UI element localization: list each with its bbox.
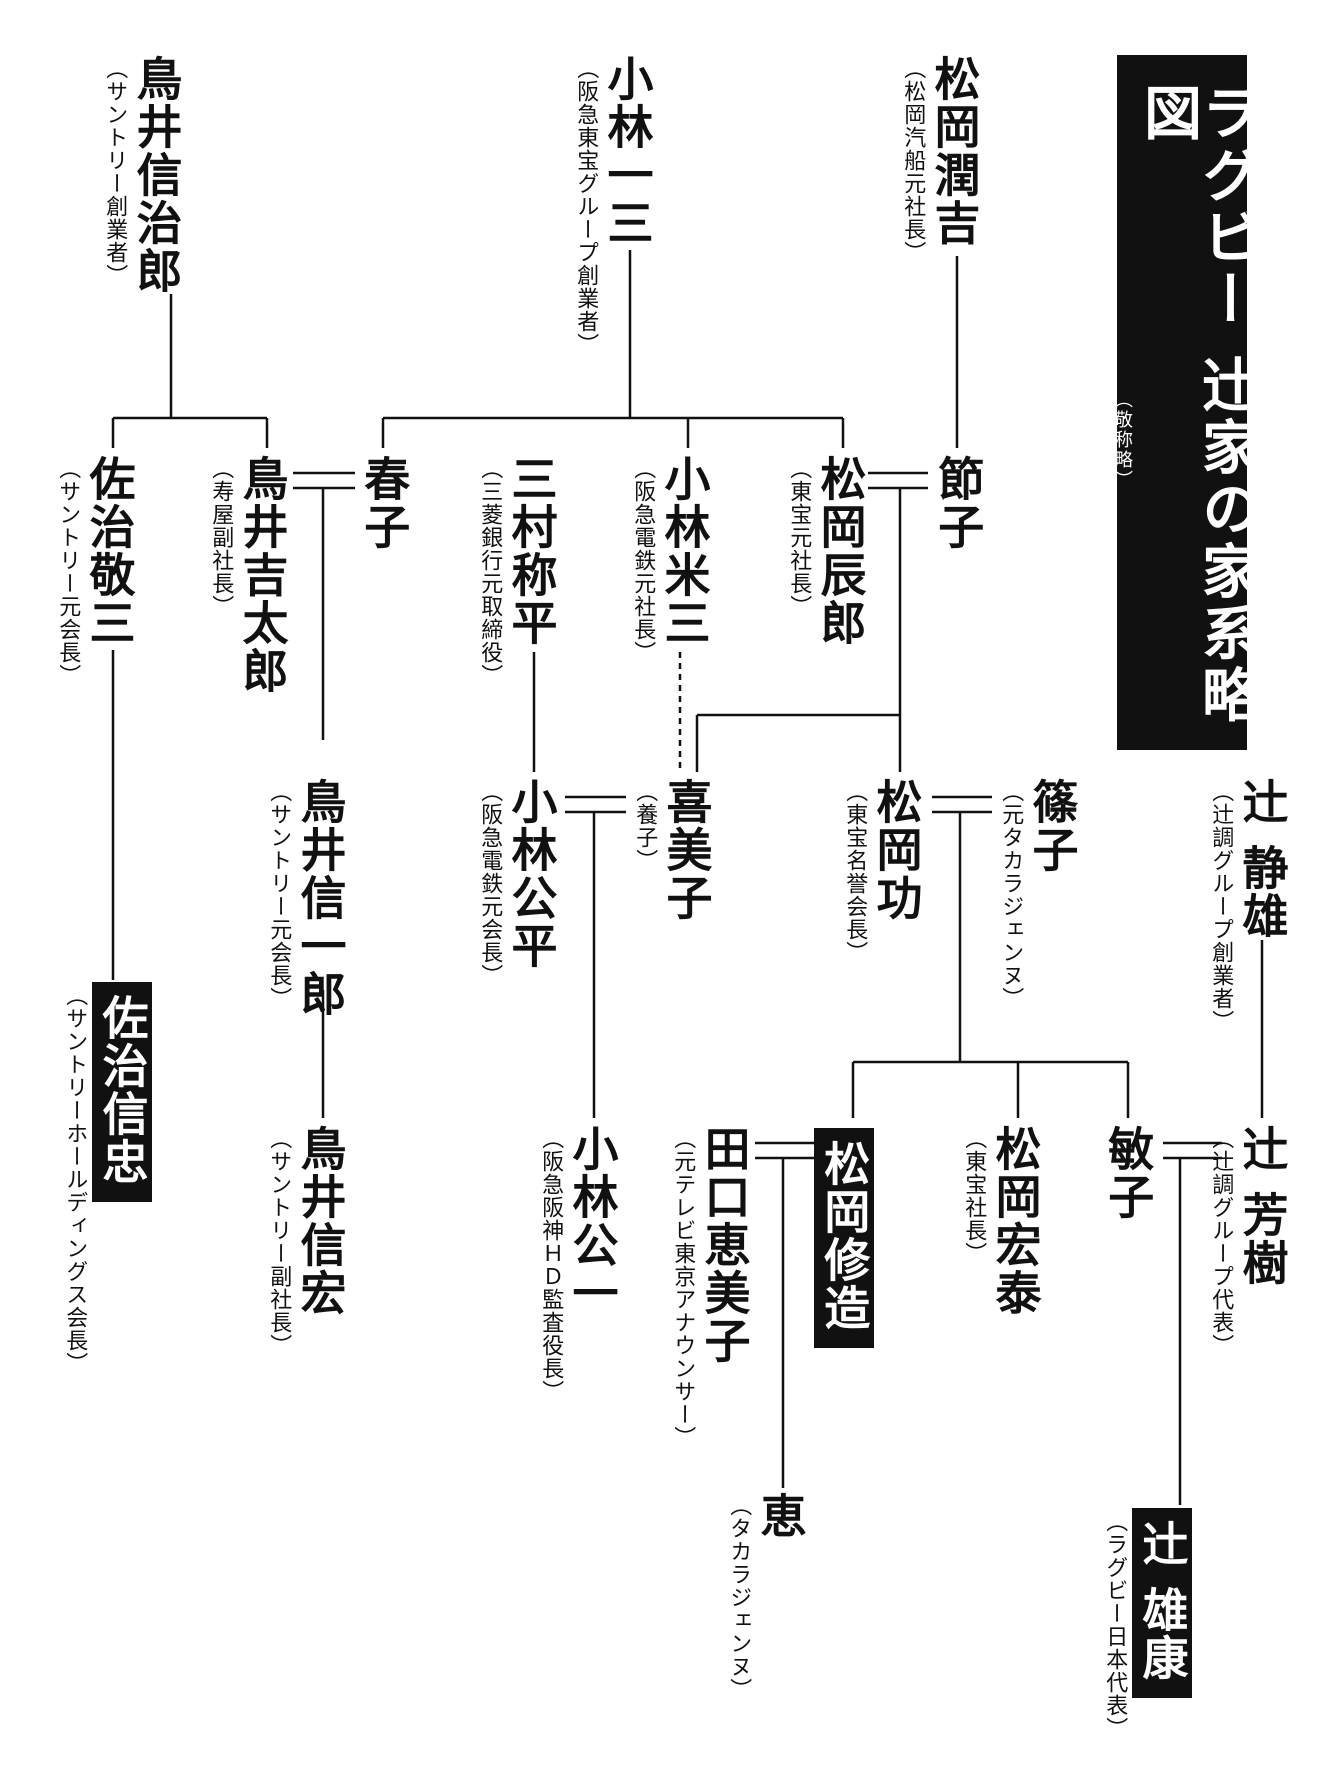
person-torii-shinichiro: 鳥井信一郎 （サントリー元会長） (266, 778, 348, 1018)
person-name: 松岡辰郎 (813, 455, 868, 647)
person-toshiko: 敏子 (1101, 1125, 1156, 1221)
person-name: 松岡潤吉 (927, 55, 982, 247)
person-matsuoka-shuzo: 松岡修造 (814, 1128, 875, 1348)
person-kobayashi-kohei: 小林公平 （阪急電鉄元会長） (477, 778, 559, 987)
person-yoshimiko: 喜美子 （養子） (632, 778, 714, 922)
person-role: （松岡汽船元社長） (900, 57, 926, 264)
title-sub: （敬称略） (1112, 390, 1133, 490)
person-taguchi-emiko: 田口恵美子 （元テレビ東京アナウンサー） (670, 1125, 752, 1449)
person-saji-keizo: 佐治敬三 （サントリー元会長） (55, 455, 137, 687)
person-mimura-shohei: 三村称平 （三菱銀行元取締役） (477, 455, 559, 687)
person-role: （サントリー副社長） (266, 1127, 292, 1357)
person-saji-nobutada: 佐治信忠 （サントリーホールディングス会長） (62, 982, 153, 1375)
person-kobayashi-ichizo: 小林一三 （阪急東宝グループ創業者） (573, 55, 655, 356)
person-torii-shinjiro: 鳥井信治郎 （サントリー創業者） (102, 55, 184, 295)
person-name: 松岡功 (869, 778, 924, 922)
person-megumi: 恵 （タカラジェンヌ） (726, 1492, 808, 1701)
person-role: （ラグビー日本代表） (1102, 1510, 1128, 1740)
person-role: （サントリー創業者） (102, 57, 128, 287)
person-torii-kichitaro: 鳥井吉太郎 （寿屋副社長） (208, 455, 290, 695)
person-role: （タカラジェンヌ） (726, 1494, 752, 1701)
person-name: 鳥井信治郎 (129, 55, 184, 295)
person-name: 松岡宏泰 (988, 1125, 1043, 1317)
person-name: 節子 (931, 455, 986, 551)
person-name: 辻 芳樹 (1235, 1125, 1290, 1288)
person-name: 辻 雄康 (1132, 1508, 1193, 1699)
person-matsuoka-hiroyasu: 松岡宏泰 （東宝社長） (961, 1125, 1043, 1317)
person-role: （阪急電鉄元会長） (477, 780, 503, 987)
person-tsuji-yuko: 辻 雄康 （ラグビー日本代表） (1102, 1508, 1193, 1740)
person-name: 佐治敬三 (82, 455, 137, 647)
person-name: 敏子 (1101, 1125, 1156, 1221)
person-role: （サントリーホールディングス会長） (62, 984, 88, 1375)
person-name: 三村称平 (504, 455, 559, 647)
person-role: （阪急東宝グループ創業者） (573, 57, 599, 356)
person-role: （サントリー元会長） (55, 457, 81, 687)
person-role: （東宝元社長） (786, 457, 812, 618)
person-name: 小林公一 (565, 1125, 620, 1317)
person-kobayashi-koichi: 小林公一 （阪急阪神ＨＤ監査役長） (538, 1125, 620, 1403)
person-role: （辻調グループ代表） (1208, 1127, 1234, 1357)
person-name: 松岡修造 (814, 1128, 875, 1348)
person-name: 鳥井吉太郎 (235, 455, 290, 695)
person-name: 鳥井信一郎 (293, 778, 348, 1018)
person-role: （寿屋副社長） (208, 457, 234, 618)
person-role: （東宝社長） (961, 1127, 987, 1265)
person-shinoko: 篠子 （元タカラジェンヌ） (998, 778, 1080, 1010)
person-role: （養子） (632, 780, 658, 872)
person-name: 小林公平 (504, 778, 559, 970)
person-role: （東宝名誉会長） (842, 780, 868, 964)
person-matsuoka-tatsuro: 松岡辰郎 （東宝元社長） (786, 455, 868, 647)
person-tsuji-yoshiki: 辻 芳樹 （辻調グループ代表） (1208, 1125, 1290, 1357)
person-tsuji-shizuo: 辻 静雄 （辻調グループ創業者） (1208, 778, 1290, 1033)
person-name: 鳥井信宏 (293, 1125, 348, 1317)
person-matsuoka-junkichi: 松岡潤吉 （松岡汽船元社長） (900, 55, 982, 264)
person-haruko: 春子 (357, 455, 412, 551)
person-matsuoka-isao: 松岡功 （東宝名誉会長） (842, 778, 924, 964)
person-role: （サントリー元会長） (266, 780, 292, 1010)
person-role: （阪急阪神ＨＤ監査役長） (538, 1127, 564, 1403)
person-role: （阪急電鉄元社長） (630, 457, 656, 664)
person-role: （三菱銀行元取締役） (477, 457, 503, 687)
person-setsuko: 節子 (931, 455, 986, 551)
person-name: 小林米三 (657, 455, 712, 647)
person-name: 辻 静雄 (1235, 778, 1290, 941)
person-role: （辻調グループ創業者） (1208, 780, 1234, 1033)
person-name: 田口恵美子 (697, 1125, 752, 1365)
person-torii-shinko: 鳥井信宏 （サントリー副社長） (266, 1125, 348, 1357)
person-name: 喜美子 (659, 778, 714, 922)
person-name: 佐治信忠 (92, 982, 153, 1202)
person-kobayashi-yonezo: 小林米三 （阪急電鉄元社長） (630, 455, 712, 664)
diagram-title: ラグビー 辻家の家系略図 （敬称略） (1112, 55, 1260, 750)
person-name: 春子 (357, 455, 412, 551)
person-name: 小林一三 (600, 55, 655, 247)
person-role: （元タカラジェンヌ） (998, 780, 1024, 1010)
person-name: 篠子 (1025, 778, 1080, 874)
title-main: ラグビー 辻家の家系略図 (1134, 83, 1260, 728)
person-name: 恵 (753, 1492, 808, 1540)
person-role: （元テレビ東京アナウンサー） (670, 1127, 696, 1449)
